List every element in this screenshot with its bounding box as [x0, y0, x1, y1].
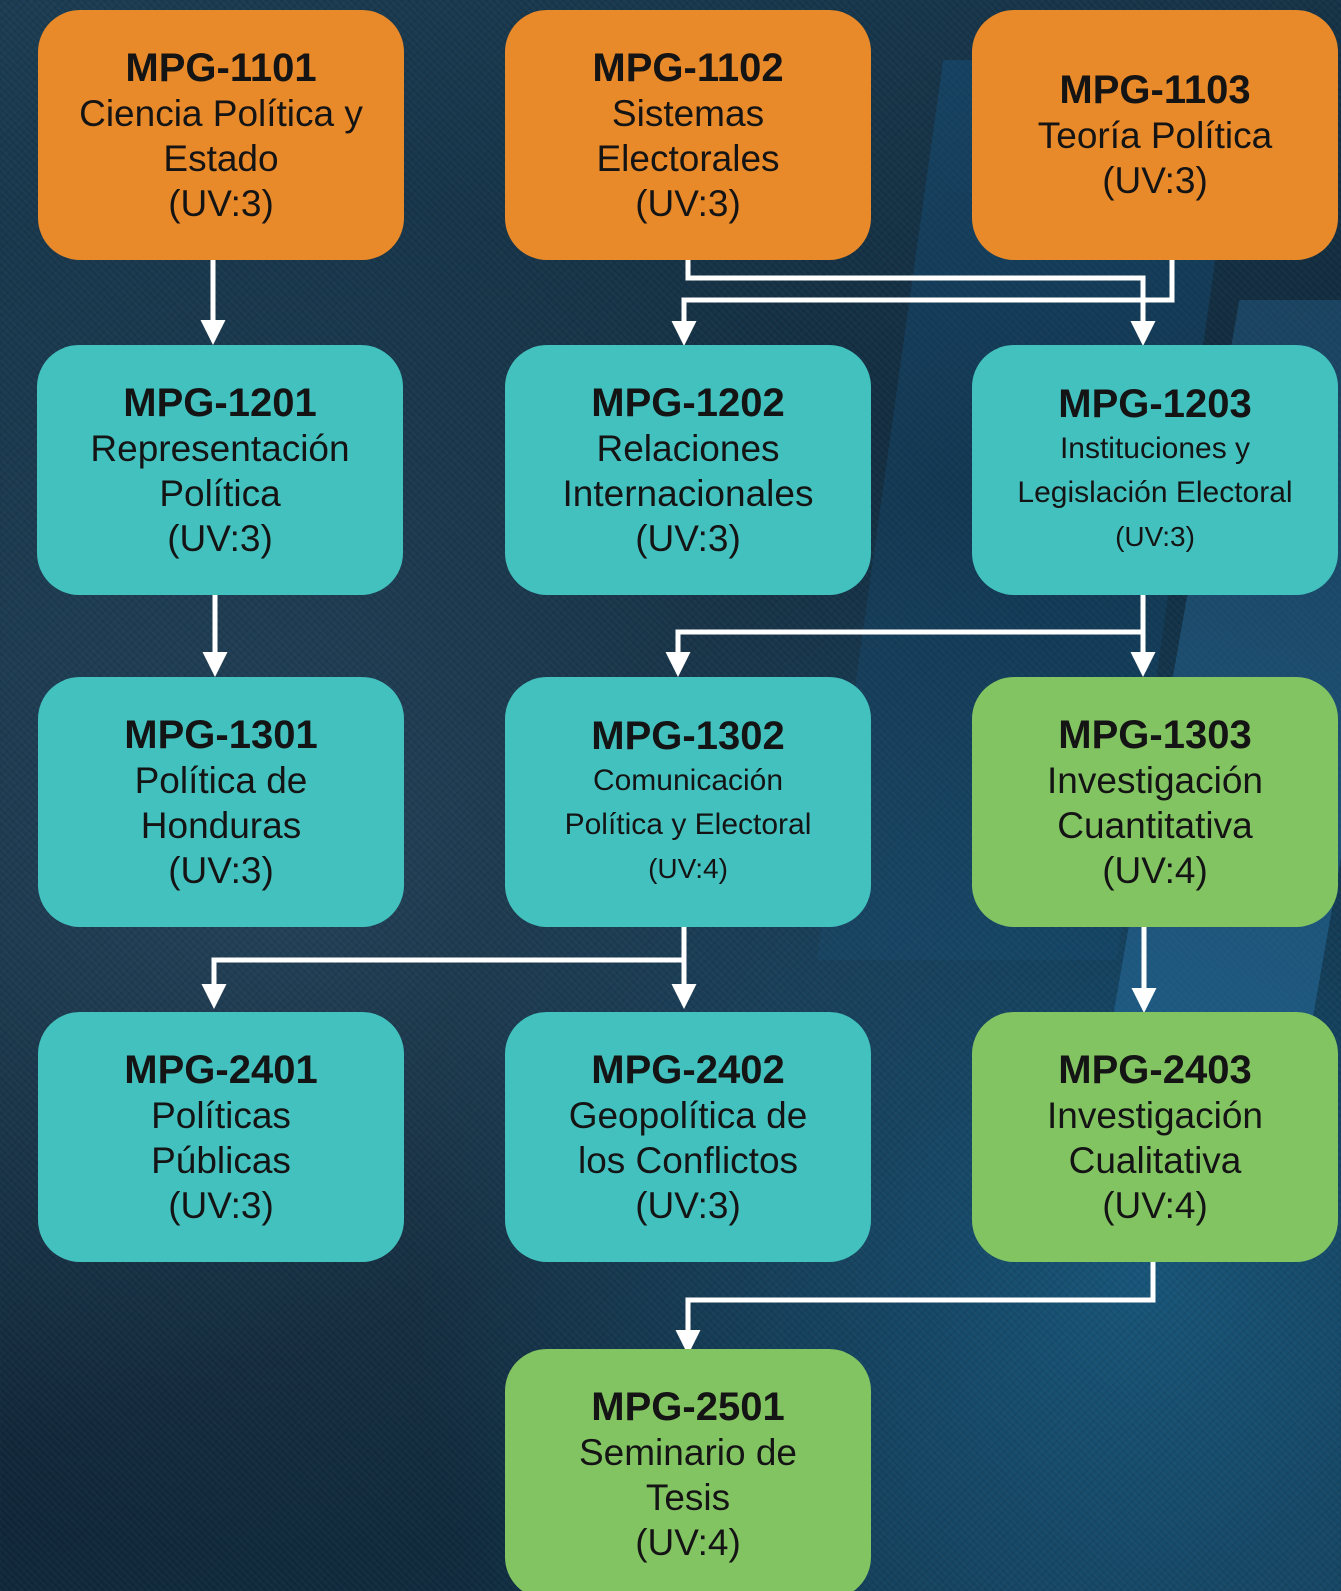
course-credits: (UV:3) [1115, 521, 1195, 552]
course-title-line: Política de [134, 759, 308, 801]
course-title-line: Cualitativa [1068, 1139, 1242, 1181]
course-title-line: Comunicación [592, 764, 784, 797]
course-mpg-1303: MPG-1303 Investigación Cuantitativa (UV:… [972, 677, 1338, 927]
course-code: MPG-1202 [591, 380, 785, 425]
course-code: MPG-1203 [1058, 382, 1252, 426]
course-title-line: Seminario de [578, 1431, 797, 1473]
course-mpg-1302: MPG-1302 Comunicación Política y Elector… [505, 677, 871, 927]
course-mpg-2403: MPG-2403 Investigación Cualitativa (UV:4… [972, 1012, 1338, 1262]
course-title-line: Cuantitativa [1057, 804, 1253, 846]
course-title-line: Relaciones [596, 427, 780, 469]
course-code: MPG-1102 [592, 45, 784, 90]
course-mpg-1102: MPG-1102 Sistemas Electorales (UV:3) [505, 10, 871, 260]
course-title-line: Internacionales [562, 472, 814, 514]
course-code: MPG-1301 [124, 712, 318, 757]
course-title-line: Representación [90, 427, 350, 469]
course-title-line: Políticas [151, 1094, 291, 1136]
course-code: MPG-2501 [591, 1384, 785, 1429]
arrow-1302-to-2401 [201, 957, 684, 1009]
course-code: MPG-2403 [1058, 1047, 1252, 1092]
arrow-2403-to-2501 [675, 1262, 1156, 1355]
course-title-line: Honduras [140, 804, 302, 846]
arrow-1102-to-1203 [685, 259, 1156, 346]
course-credits: (UV:3) [167, 517, 273, 559]
course-credits: (UV:3) [168, 849, 274, 891]
course-title-line: Estado [163, 137, 279, 179]
course-credits: (UV:3) [1102, 160, 1208, 201]
course-credits: (UV:3) [635, 1184, 741, 1226]
course-mpg-1301: MPG-1301 Política de Honduras (UV:3) [38, 677, 404, 927]
course-code: MPG-2401 [124, 1047, 318, 1092]
course-title-line: Ciencia Política y [79, 92, 363, 134]
course-code: MPG-1103 [1059, 68, 1251, 112]
course-mpg-2501: MPG-2501 Seminario de Tesis (UV:4) [505, 1349, 871, 1591]
course-title-line: Sistemas [611, 92, 765, 134]
course-code: MPG-2402 [591, 1047, 785, 1092]
course-mpg-1201: MPG-1201 Representación Política (UV:3) [37, 345, 403, 595]
course-title-line: Investigación [1047, 1094, 1263, 1136]
course-title-line: Teoría Política [1037, 115, 1273, 156]
arrow-1203-to-1302 [665, 629, 1143, 677]
course-code: MPG-1101 [125, 45, 317, 90]
course-mpg-1101: MPG-1101 Ciencia Política y Estado (UV:3… [38, 10, 404, 260]
course-credits: (UV:3) [635, 182, 741, 224]
course-title-line: Instituciones y [1059, 432, 1251, 465]
course-title-line: Legislación Electoral [1017, 476, 1293, 509]
course-credits: (UV:3) [168, 1184, 274, 1226]
course-code: MPG-1302 [591, 714, 785, 758]
course-mpg-2402: MPG-2402 Geopolítica de los Conflictos (… [505, 1012, 871, 1262]
course-mpg-1202: MPG-1202 Relaciones Internacionales (UV:… [505, 345, 871, 595]
course-title-line: Tesis [645, 1476, 731, 1518]
course-credits: (UV:3) [168, 182, 274, 224]
course-title-line: Política y Electoral [564, 808, 812, 841]
course-credits: (UV:4) [648, 853, 728, 884]
course-title-line: Electorales [596, 137, 780, 179]
course-title-line: Investigación [1047, 759, 1263, 801]
course-credits: (UV:4) [635, 1521, 741, 1563]
course-title-line: Política [159, 472, 281, 514]
course-credits: (UV:4) [1102, 1184, 1208, 1226]
course-title-line: Públicas [151, 1139, 291, 1181]
course-credits: (UV:3) [635, 517, 741, 559]
course-code: MPG-1201 [123, 380, 317, 425]
course-mpg-1103: MPG-1103 Teoría Política (UV:3) [972, 10, 1338, 260]
course-mpg-1203: MPG-1203 Instituciones y Legislación Ele… [972, 345, 1338, 595]
course-mpg-2401: MPG-2401 Políticas Públicas (UV:3) [38, 1012, 404, 1262]
course-title-line: los Conflictos [577, 1139, 799, 1181]
arrow-1103-to-1202 [671, 259, 1175, 346]
course-credits: (UV:4) [1102, 849, 1208, 891]
course-title-line: Geopolítica de [568, 1094, 808, 1136]
course-code: MPG-1303 [1058, 712, 1252, 757]
